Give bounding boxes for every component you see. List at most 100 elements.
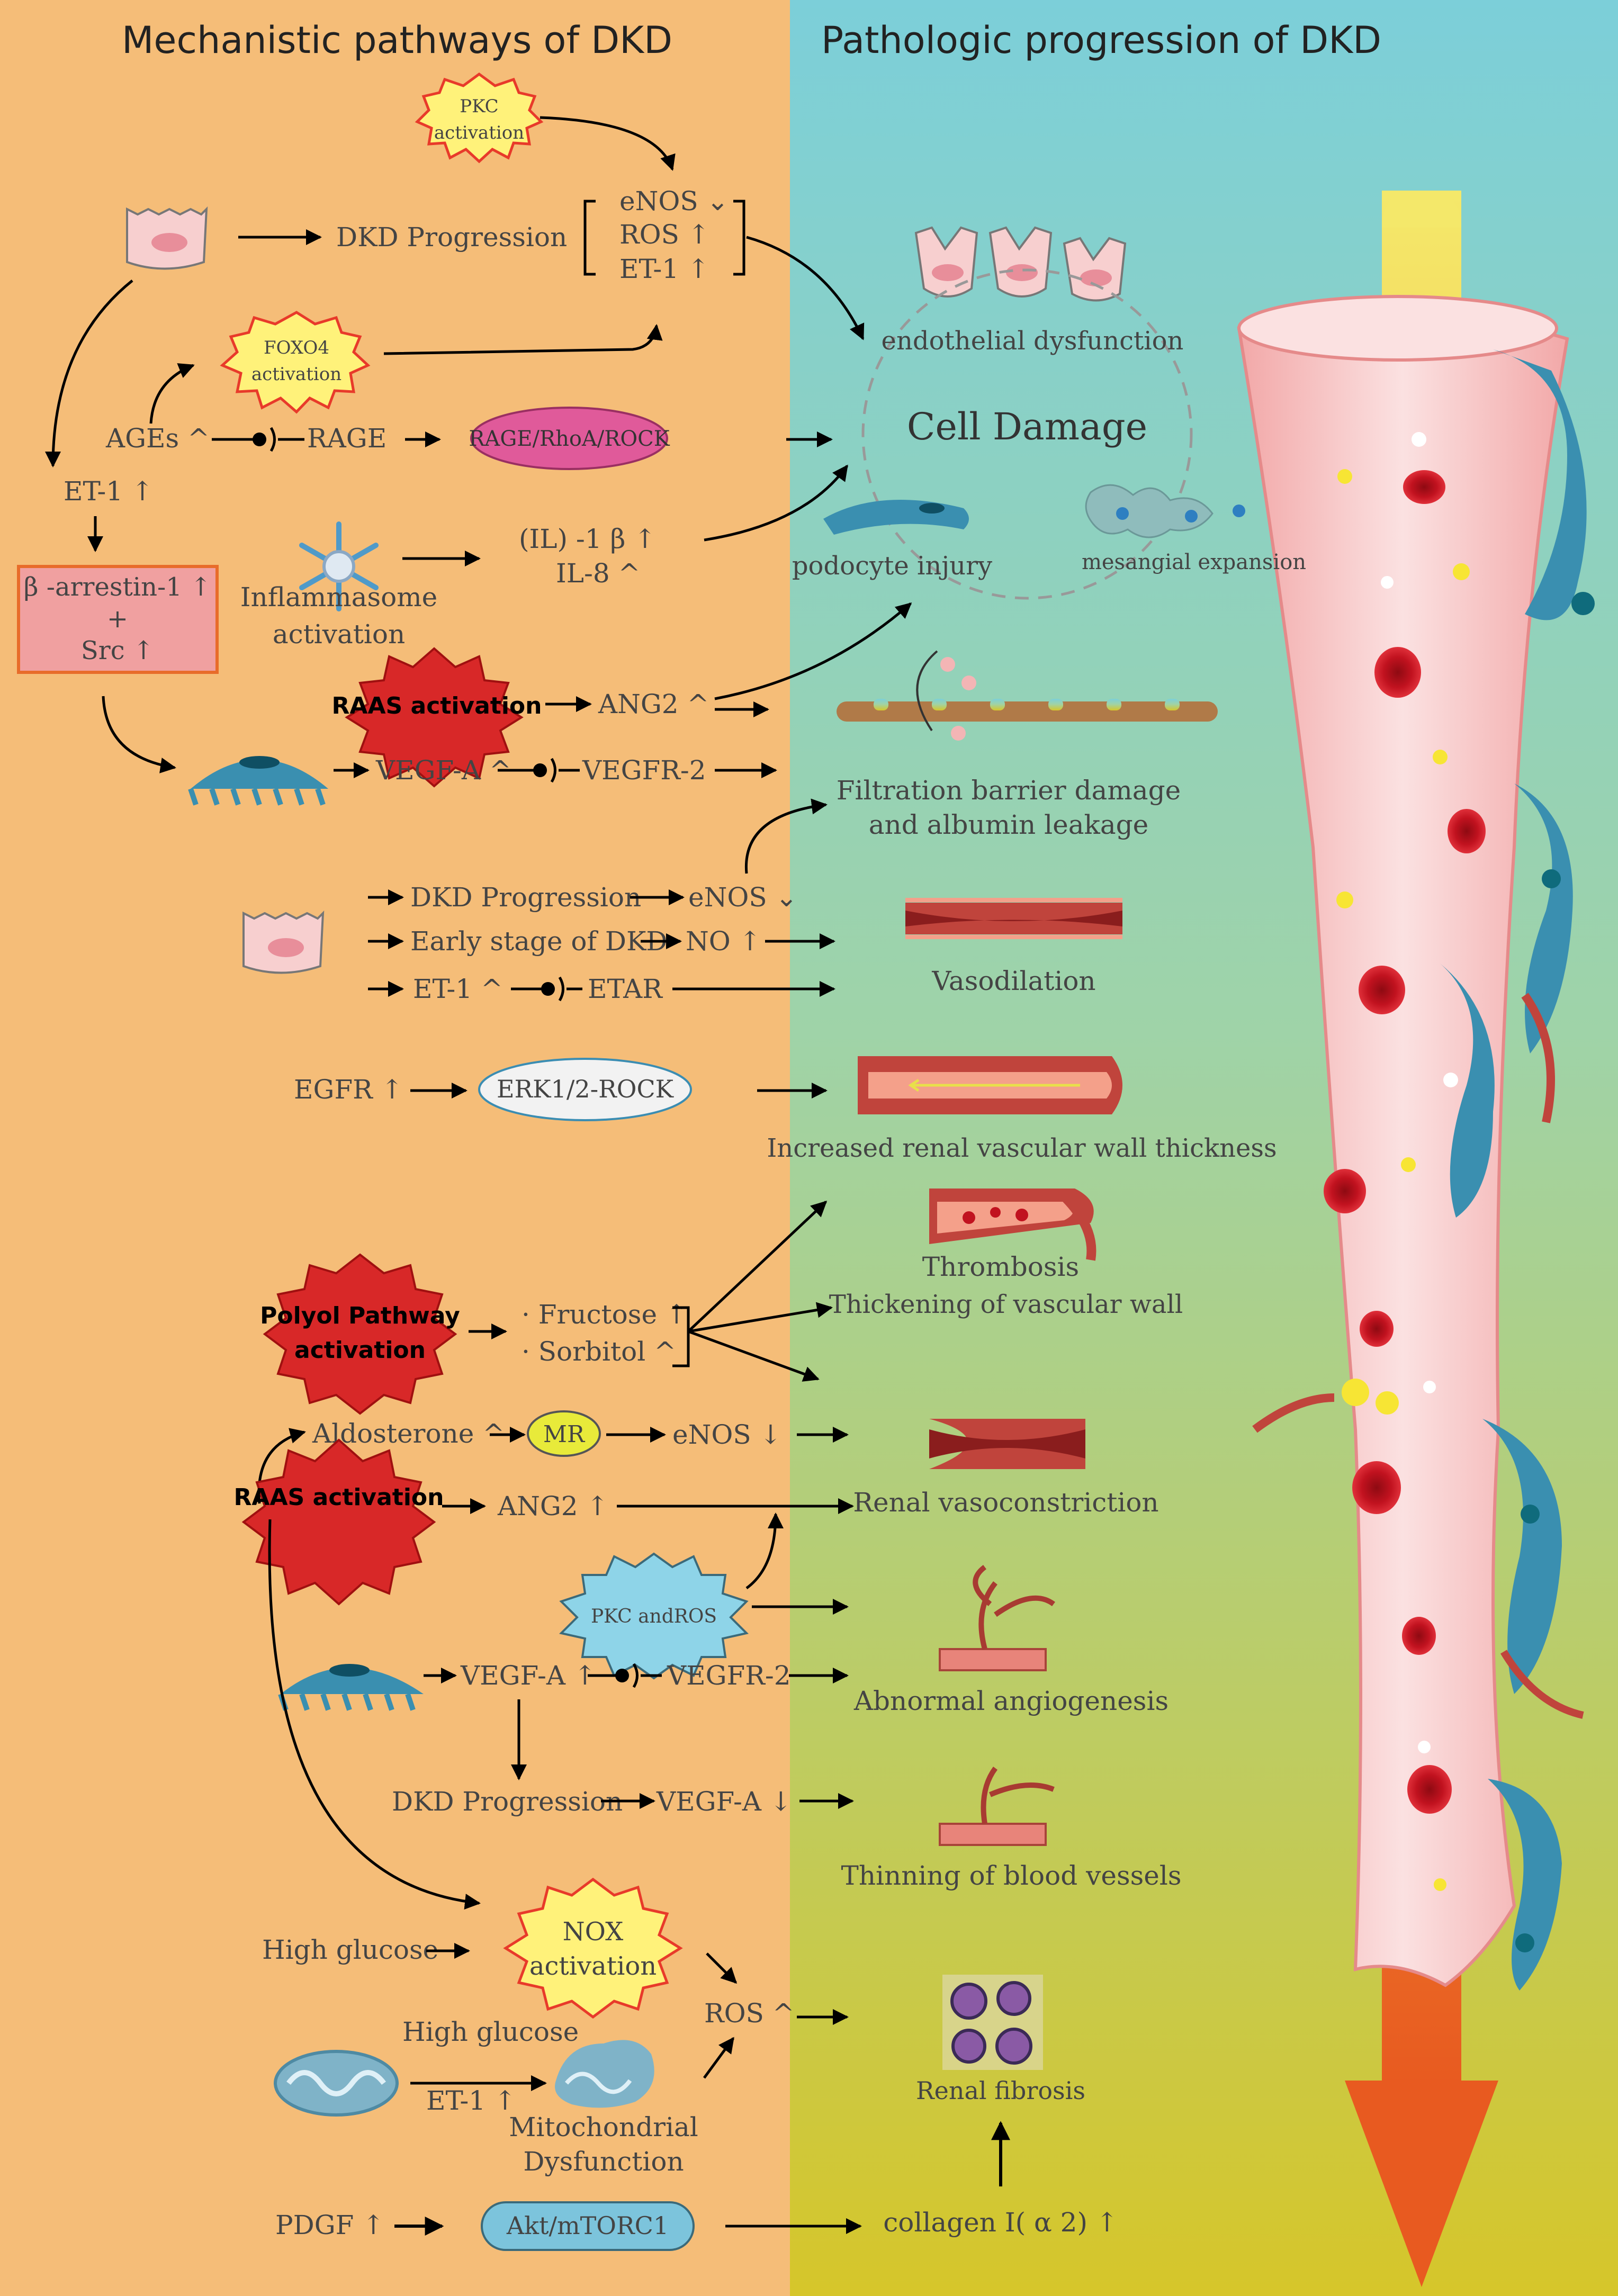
foxo4-line1: FOXO4 — [264, 337, 329, 358]
ros-3: ROS ^ — [704, 1998, 795, 2029]
pkc-ros-label: PKC andROS — [591, 1606, 717, 1627]
fructose-label: · Fructose ↑ — [522, 1299, 688, 1330]
inflammasome-icon — [299, 521, 379, 611]
angiogenesis-icon — [939, 1565, 1055, 1671]
high-glucose-2: High glucose — [402, 2016, 579, 2047]
etar-label: ETAR — [588, 974, 663, 1004]
raas-activation-burst-1: RAAS activation — [332, 647, 542, 788]
podocyte-injury-icon — [823, 500, 969, 535]
podocyte-icon-1 — [188, 756, 328, 806]
endothelial-cell-icon-2 — [242, 910, 325, 974]
raas-activation-2: RAAS activation — [234, 1484, 444, 1511]
no-up: NO ↑ — [686, 926, 761, 957]
foxo4-line2: activation — [251, 364, 341, 385]
nox-activation-burst: NOX activation — [503, 1877, 683, 2019]
foxo4-activation-burst: FOXO4 activation — [220, 311, 371, 414]
vasoconstriction: Renal vasoconstriction — [853, 1487, 1158, 1518]
mitochondrion-icon — [274, 2050, 399, 2117]
inflammasome-line2: activation — [273, 619, 405, 650]
blood-vessel-illustration — [1237, 295, 1595, 1991]
endothelial-dysfunction: endothelial dysfunction — [882, 326, 1184, 356]
nox-line1: NOX — [563, 1917, 624, 1947]
thinning: Thinning of blood vessels — [841, 1860, 1181, 1891]
renal-fibrosis-icon — [942, 1975, 1043, 2070]
polyol-line1: Polyol Pathway — [260, 1302, 460, 1329]
renal-fibrosis: Renal fibrosis — [916, 2076, 1085, 2105]
pkc-activation-line1: PKC — [460, 96, 498, 117]
dkd-progression-3: DKD Progression — [392, 1786, 623, 1817]
angiogenesis: Abnormal angiogenesis — [853, 1686, 1168, 1716]
podocyte-injury: podocyte injury — [792, 551, 992, 581]
vegfr2-2: VEGFR-2 — [667, 1660, 791, 1691]
vasodilation: Vasodilation — [931, 966, 1095, 996]
arrestin-line1: β -arrestin-1 ↑ — [24, 572, 212, 602]
enos-down-2: eNOS ⌄ — [688, 882, 797, 913]
endothelial-cells-icon — [914, 226, 1127, 302]
mr-pill: MR — [527, 1410, 601, 1457]
dkd-progression-1: DKD Progression — [336, 222, 567, 253]
sorbitol-label: · Sorbitol ^ — [522, 1336, 676, 1367]
et1-4: ET-1 ↑ — [426, 2085, 516, 2116]
ages-label: AGEs ^ — [105, 423, 210, 454]
raas-activation-burst-2: RAAS activation — [234, 1438, 444, 1606]
dkd-progression-2: DKD Progression — [410, 882, 641, 913]
vegfr2-1: VEGFR-2 — [582, 755, 706, 786]
rage-label: RAGE — [307, 423, 386, 454]
cell-damage-circle — [861, 268, 1193, 600]
high-glucose-1: High glucose — [262, 1934, 438, 1965]
damaged-mitochondrion-icon — [555, 2040, 654, 2108]
pkc-activation-line2: activation — [434, 122, 524, 143]
left-header: Mechanistic pathways of DKD — [122, 19, 672, 62]
collagen-label: collagen I( α 2) ↑ — [883, 2207, 1118, 2238]
filtration-line1: Filtration barrier damage — [837, 775, 1181, 806]
mr-label: MR — [543, 1421, 586, 1448]
et1-3: ET-1 ^ — [413, 974, 503, 1004]
thinning-vessels-icon — [939, 1767, 1055, 1846]
rage-rhoa-rock-label: RAGE/RhoA/ROCK — [469, 427, 670, 451]
mito-line1: Mitochondrial — [509, 2112, 698, 2142]
right-header: Pathologic progression of DKD — [821, 19, 1381, 62]
il1b-label: (IL) -1 β ↑ — [519, 524, 656, 554]
enos-down-3: eNOS ↓ — [672, 1419, 781, 1450]
thrombosis: Thrombosis — [922, 1251, 1079, 1282]
vasoconstriction-vessel-icon — [929, 1419, 1085, 1469]
il8-label: IL-8 ^ — [556, 558, 640, 589]
erk-rock-pill: ERK1/2-ROCK — [478, 1058, 692, 1121]
akt-mtorc1-pill: Akt/mTORC1 — [481, 2201, 695, 2251]
arrestin-line2: + — [107, 604, 128, 634]
ang2-2: ANG2 ↑ — [497, 1491, 608, 1521]
erk-rock-label: ERK1/2-ROCK — [497, 1075, 675, 1103]
pkc-activation-burst: PKC activation — [415, 72, 544, 164]
pdgf-label: PDGF ↑ — [275, 2210, 384, 2240]
filtration-barrier-icon — [837, 650, 1218, 741]
et1-up-1: ET-1 ↑ — [619, 254, 709, 284]
mesangial-cells-icon — [1085, 484, 1245, 538]
nox-line2: activation — [529, 1951, 657, 1981]
endothelial-cell-icon — [126, 206, 208, 270]
thick-wall-vessel-icon — [858, 1056, 1122, 1114]
akt-mtorc1-label: Akt/mTORC1 — [506, 2211, 669, 2240]
vegfa-down: VEGF-A ↓ — [656, 1786, 792, 1817]
thickening-wall: Thickening of vascular wall — [829, 1290, 1183, 1319]
rage-rhoa-rock-pill: RAGE/RhoA/ROCK — [469, 407, 670, 470]
vegfa-1: VEGF-A ^ — [375, 755, 511, 786]
arrestin-line3: Src ↑ — [81, 636, 154, 665]
enos-down-1: eNOS ⌄ — [619, 186, 729, 217]
vegfa-2: VEGF-A ↑ — [460, 1660, 596, 1691]
vasodilation-vessel-icon — [905, 898, 1122, 939]
polyol-line2: activation — [294, 1337, 426, 1364]
ros-up-1: ROS ↑ — [619, 219, 710, 250]
polyol-burst: Polyol Pathway activation — [260, 1253, 460, 1415]
inflammasome-line1: Inflammasome — [240, 582, 438, 613]
arrestin-src-box: β -arrestin-1 ↑ + Src ↑ — [17, 565, 219, 674]
filtration-line2: and albumin leakage — [869, 809, 1149, 840]
mito-line2: Dysfunction — [523, 2146, 684, 2177]
egfr-label: EGFR ↑ — [294, 1074, 403, 1105]
cell-damage: Cell Damage — [907, 405, 1147, 448]
vascular-wall-thickness: Increased renal vascular wall thickness — [767, 1133, 1277, 1163]
et1-up-2: ET-1 ↑ — [64, 476, 154, 507]
mesangial-expansion: mesangial expansion — [1082, 550, 1306, 574]
ang2-1: ANG2 ^ — [598, 689, 709, 719]
pkc-ros-cloud: PKC andROS — [559, 1552, 749, 1680]
